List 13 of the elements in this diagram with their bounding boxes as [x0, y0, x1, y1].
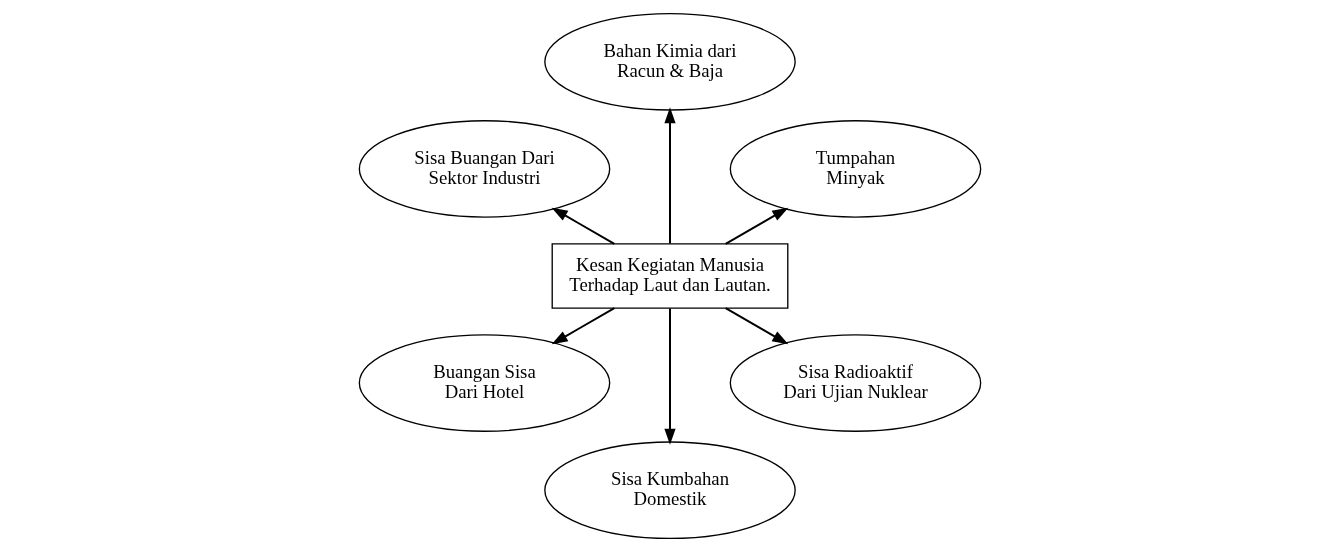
node-ellipse: Tumpahan Minyak — [729, 120, 981, 218]
node-ellipse: Bahan Kimia dari Racun & Baja — [543, 12, 796, 111]
node-ellipse: Sisa Radioaktif Dari Ujian Nuklear — [729, 334, 981, 432]
arrow — [551, 307, 615, 345]
arrow — [724, 207, 788, 245]
node-ellipse: Sisa Buangan Dari Sektor Industri — [358, 120, 610, 218]
arrow — [724, 307, 788, 345]
arrow — [663, 107, 676, 244]
node-box: Kesan Kegiatan Manusia Terhadap Laut dan Lautan. — [551, 243, 788, 309]
arrow — [551, 207, 615, 245]
node-ellipse: Buangan Sisa Dari Hotel — [358, 334, 610, 432]
arrow — [663, 308, 676, 445]
node-ellipse: Sisa Kumbahan Domestik — [543, 441, 796, 540]
